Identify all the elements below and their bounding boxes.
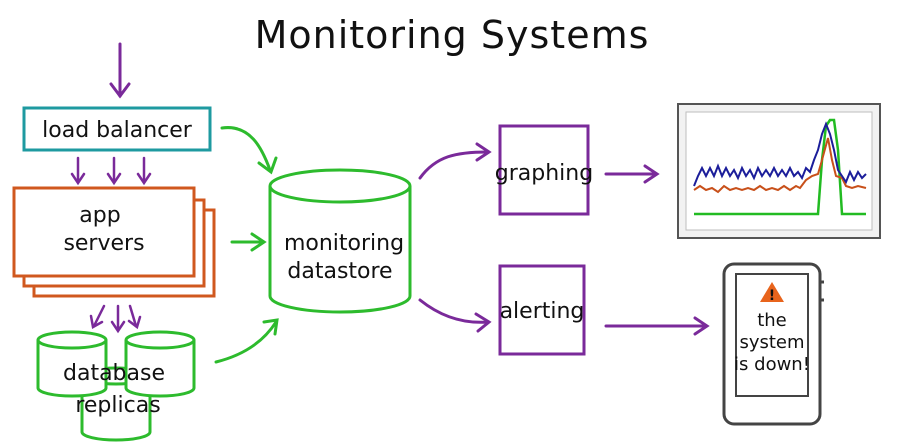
database-replicas-label-line1: database xyxy=(63,361,165,386)
database-replicas-node xyxy=(36,330,196,442)
graph-line-blue xyxy=(693,121,867,187)
alerting-to-phone-arrow xyxy=(604,316,710,336)
phone-alert-line3: is down! xyxy=(734,354,810,375)
incoming-traffic-arrow xyxy=(109,42,131,99)
diagram-title: Monitoring Systems xyxy=(255,13,650,57)
app-servers-node xyxy=(12,186,216,298)
graphing-label: graphing xyxy=(495,161,593,186)
monitoring-datastore-label-line2: datastore xyxy=(287,259,392,284)
graph-line-orange xyxy=(693,137,867,194)
graphing-node: graphing xyxy=(495,124,593,216)
datastore-out-arrows xyxy=(418,142,492,333)
lb-to-app-arrows xyxy=(70,156,152,186)
load-balancer-node: load balancer xyxy=(22,106,212,152)
metrics-arrows xyxy=(214,126,279,364)
load-balancer-label: load balancer xyxy=(42,118,193,143)
alerting-label: alerting xyxy=(500,299,585,324)
phone-alert-line1: the xyxy=(757,310,787,331)
graph-panel xyxy=(677,103,881,239)
monitoring-datastore-label-line1: monitoring xyxy=(284,231,404,256)
database-replicas-label-line2: replicas xyxy=(75,393,160,418)
monitoring-datastore-node xyxy=(268,168,412,314)
warning-icon: ! xyxy=(760,282,784,304)
alerting-node: alerting xyxy=(498,264,586,356)
phone-alert-line2: system xyxy=(739,332,804,353)
warning-icon-glyph: ! xyxy=(769,288,775,304)
graphing-to-graph-arrow xyxy=(604,164,660,184)
app-servers-label-line1: app xyxy=(79,203,120,228)
graph-line-green xyxy=(694,118,866,216)
phone-device: ! the system is down! xyxy=(722,262,824,426)
app-servers-label-line2: servers xyxy=(63,231,144,256)
app-to-db-arrows xyxy=(89,304,142,334)
